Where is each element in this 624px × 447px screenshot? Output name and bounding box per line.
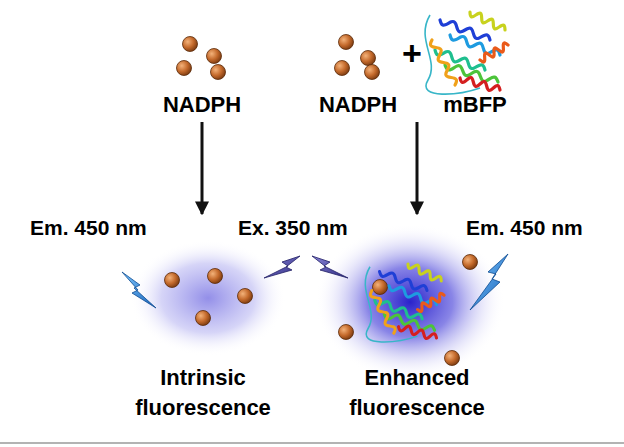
excitation-bolt bbox=[264, 256, 300, 278]
rule bbox=[0, 442, 624, 444]
nadph-molecule bbox=[211, 65, 226, 80]
nadph-molecule bbox=[339, 35, 354, 50]
wavelength-label: Ex. 350 nm bbox=[238, 216, 348, 240]
nadph-molecule bbox=[339, 325, 354, 340]
nadph-molecule bbox=[207, 49, 222, 64]
molecule-group: NADPH bbox=[150, 90, 254, 120]
protein-structure bbox=[365, 264, 444, 342]
nadph-molecule bbox=[335, 61, 350, 76]
wavelength-label: Em. 450 nm bbox=[30, 216, 147, 240]
molecule-group: NADPHmBFP bbox=[300, 90, 534, 120]
molecule-name: NADPH bbox=[300, 92, 416, 118]
nadph-molecule bbox=[238, 289, 253, 304]
nadph-molecule bbox=[196, 311, 211, 326]
reaction-arrow bbox=[416, 122, 419, 214]
molecule-name: mBFP bbox=[416, 92, 534, 118]
nadph-molecule bbox=[361, 51, 376, 66]
nadph-molecule bbox=[463, 255, 478, 270]
panel-caption: Intrinsic fluorescence bbox=[113, 363, 293, 423]
nadph-molecule bbox=[177, 61, 192, 76]
excitation-bolt bbox=[312, 256, 348, 278]
wavelength-label: Em. 450 nm bbox=[466, 216, 583, 240]
plus-sign: + bbox=[402, 34, 422, 73]
reaction-arrow bbox=[201, 122, 204, 214]
nadph-molecule bbox=[208, 269, 223, 284]
nadph-molecule bbox=[373, 280, 388, 295]
scene-panel: Intrinsic fluorescence bbox=[93, 215, 313, 425]
protein-structure bbox=[425, 12, 508, 94]
scene-panel: Enhanced fluorescence bbox=[307, 215, 527, 425]
nadph-molecule bbox=[165, 273, 180, 288]
nadph-molecule bbox=[183, 37, 198, 52]
panel-caption: Enhanced fluorescence bbox=[327, 363, 507, 423]
nadph-molecule bbox=[445, 351, 460, 366]
glow bbox=[130, 240, 286, 356]
molecule-name: NADPH bbox=[163, 92, 241, 118]
nadph-molecule bbox=[365, 65, 380, 80]
emission-bolt bbox=[122, 272, 156, 308]
